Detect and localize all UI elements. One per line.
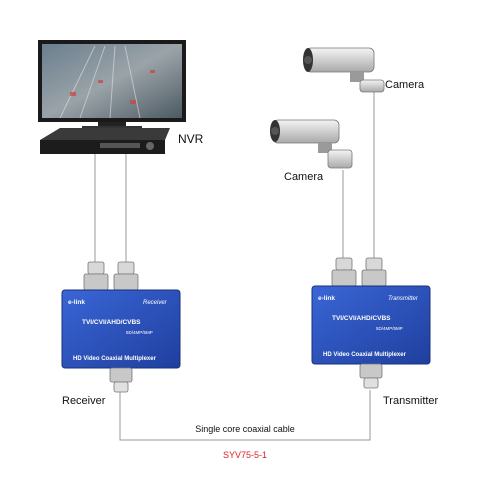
transmitter-bnc-connectors [332, 258, 386, 286]
transmitter-label: Transmitter [383, 395, 439, 407]
receiver-bnc-connectors [84, 262, 138, 290]
transmitter-brand: e-link [318, 295, 335, 302]
receiver-formats: TVI/CVI/AHD/CVBS [82, 319, 141, 326]
transmitter-product: HD Video Coaxial Multiplexer [323, 352, 407, 358]
camera-mid-label: Camera [284, 171, 324, 183]
receiver-label: Receiver [62, 395, 106, 407]
receiver-device: e-link Receiver TVI/CVI/AHD/CVBS 5D/4MP/… [62, 262, 180, 392]
camera-mid [270, 120, 352, 168]
receiver-role: Receiver [143, 300, 168, 306]
nvr-device [40, 128, 170, 154]
cable-label: Single core coaxial cable [195, 424, 295, 434]
transmitter-role: Transmitter [388, 296, 419, 302]
transmitter-formats: TVI/CVI/AHD/CVBS [332, 315, 391, 322]
camera-top [303, 48, 384, 92]
transmitter-device: e-link Transmitter TVI/CVI/AHD/CVBS 5D/4… [312, 258, 430, 388]
transmitter-resolution: 5D/4MP/5MP [376, 326, 403, 331]
receiver-product: HD Video Coaxial Multiplexer [73, 356, 157, 362]
receiver-brand: e-link [68, 299, 85, 306]
monitor [38, 40, 186, 129]
camera-top-label: Camera [385, 79, 425, 91]
receiver-resolution: 5D/4MP/5MP [126, 330, 153, 335]
nvr-label: NVR [178, 132, 204, 146]
cable-model-label: SYV75-5-1 [223, 450, 267, 460]
